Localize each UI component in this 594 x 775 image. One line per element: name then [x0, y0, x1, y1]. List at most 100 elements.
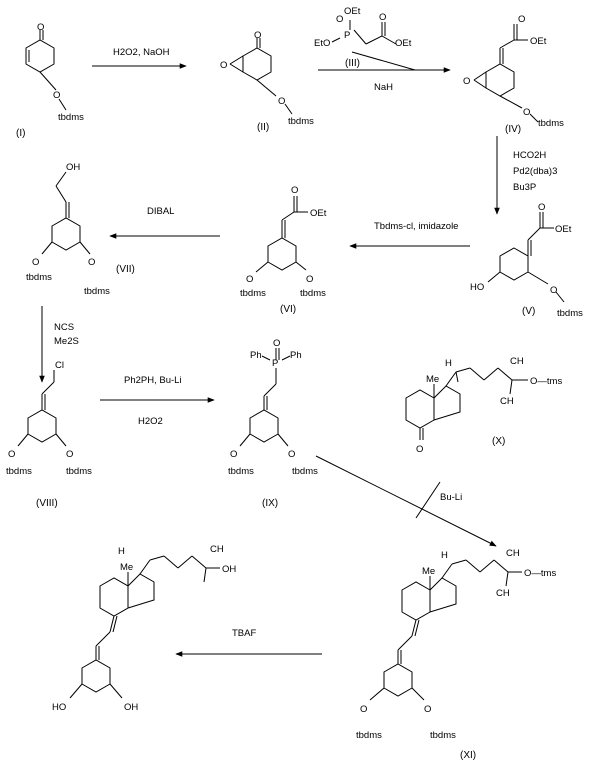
- reagent-step7-line2: H2O2: [138, 416, 163, 427]
- compound-II-structure: O O O tbdms: [220, 30, 314, 127]
- ether-o-label: O: [306, 274, 313, 285]
- ether-o-label: O: [8, 449, 15, 460]
- phosphonate-o-label: O: [336, 14, 343, 25]
- reagent-step6-line2: Me2S: [54, 336, 79, 347]
- ch3-label: CH: [510, 356, 524, 367]
- tbdms-label: tbdms: [300, 288, 326, 299]
- epoxide-o-label: O: [463, 76, 470, 87]
- carbonyl-o-label: O: [518, 14, 525, 25]
- reagent-step9: TBAF: [232, 628, 256, 639]
- p-label: P: [272, 358, 278, 369]
- ether-o-label: O: [53, 90, 60, 101]
- tbdms-label: tbdms: [240, 288, 266, 299]
- cl-label: Cl: [55, 360, 64, 371]
- tbdms-label: tbdms: [26, 272, 52, 283]
- oet-label: OEt: [530, 36, 547, 47]
- ether-o-label: O: [230, 449, 237, 460]
- reagent-step8: Bu-Li: [440, 492, 462, 503]
- oh-label: OH: [66, 162, 80, 173]
- tbdms-label: tbdms: [430, 730, 456, 741]
- compound-VIII-structure: Cl O O tbdms tbdms: [6, 360, 92, 477]
- h3c-label: H: [445, 358, 452, 369]
- compound-V-structure: O OEt HO O tbdms: [470, 202, 583, 319]
- tbdms-label: tbdms: [84, 286, 110, 297]
- tbdms-label: tbdms: [58, 112, 84, 123]
- reagent-step3-line2: Pd2(dba)3: [513, 166, 557, 177]
- carbonyl-o-label: O: [538, 202, 545, 213]
- compound-IX-structure: P O Ph Ph O O tbdms tbdms: [228, 338, 318, 477]
- ph-label: Ph: [290, 350, 302, 361]
- reagent-step2: NaH: [374, 82, 393, 93]
- ketone-o-label: O: [416, 444, 423, 455]
- compound-X-label: (X): [492, 436, 505, 447]
- phosphine-o-label: O: [273, 338, 280, 349]
- compound-XI-structure: H Me CH O—tms CH O O tbdms tbdms: [356, 548, 556, 741]
- oet-label: OEt: [310, 208, 327, 219]
- ch3-label: CH: [210, 544, 224, 555]
- ether-o-label: O: [246, 274, 253, 285]
- ether-o-label: O: [424, 704, 431, 715]
- reagent-step4: Tbdms-cl, imidazole: [374, 221, 458, 232]
- final-product-structure: H Me CH OH HO OH: [52, 544, 236, 713]
- reagent-step3-line1: HCO2H: [513, 150, 546, 161]
- compound-III-structure: P O OEt EtO O OEt: [314, 6, 412, 49]
- ether-o-label: O: [288, 449, 295, 460]
- carbonyl-o-label: O: [291, 185, 298, 196]
- tbdms-label: tbdms: [288, 116, 314, 127]
- compound-VII-structure: OH O O tbdms tbdms: [26, 162, 110, 297]
- oet-label: OEt: [344, 6, 361, 17]
- arrow-step8: [315, 455, 497, 547]
- compound-X-structure: H Me CH O—tms CH O: [405, 356, 562, 455]
- tbdms-label: tbdms: [228, 466, 254, 477]
- compound-IV-structure: O O OEt O tbdms: [463, 14, 564, 129]
- otms-label: O—tms: [530, 376, 562, 387]
- compound-V-label: (V): [522, 306, 535, 317]
- ch3-label: CH: [496, 588, 510, 599]
- reagent-step3-line3: Bu3P: [513, 182, 536, 193]
- tbdms-label: tbdms: [6, 466, 32, 477]
- carbonyl-o-label: O: [379, 12, 386, 23]
- h3c-label: H: [118, 546, 125, 557]
- ch3-label: CH: [506, 548, 520, 559]
- compound-III-label: (III): [345, 58, 360, 69]
- ether-o-label: O: [550, 285, 557, 296]
- oh-label: OH: [124, 702, 138, 713]
- reagent-step1: H2O2, NaOH: [113, 47, 170, 58]
- carbonyl-o-label: O: [37, 22, 44, 33]
- tbdms-label: tbdms: [538, 118, 564, 129]
- ch3-label: CH: [500, 396, 514, 407]
- me-label: Me: [422, 566, 435, 577]
- ether-o-label: O: [32, 257, 39, 268]
- tbdms-label: tbdms: [66, 466, 92, 477]
- compound-VI-label: (VI): [280, 304, 296, 315]
- compound-I-structure: O O tbdms: [25, 22, 84, 123]
- compound-I-label: (I): [16, 128, 25, 139]
- p-label: P: [344, 30, 350, 41]
- tbdms-label: tbdms: [292, 466, 318, 477]
- compound-VI-structure: O OEt O O tbdms tbdms: [240, 185, 327, 299]
- otms-label: O—tms: [524, 568, 556, 579]
- eto-label: EtO: [314, 38, 330, 49]
- me-label: Me: [426, 374, 439, 385]
- compound-IV-label: (IV): [505, 124, 521, 135]
- compound-XI-label: (XI): [460, 750, 476, 761]
- ho-label: HO: [470, 282, 484, 293]
- compound-VII-label: (VII): [116, 264, 135, 275]
- ho-label: HO: [52, 702, 66, 713]
- compound-VIII-label: (VIII): [36, 498, 58, 509]
- h3c-label: H: [441, 550, 448, 561]
- carbonyl-o-label: O: [254, 30, 261, 41]
- compound-IX-label: (IX): [262, 498, 278, 509]
- ether-o-label: O: [88, 257, 95, 268]
- tbdms-label: tbdms: [557, 308, 583, 319]
- reagent-step7-line1: Ph2PH, Bu-Li: [124, 375, 182, 386]
- epoxide-o-label: O: [220, 60, 227, 71]
- reagent-step6-line1: NCS: [54, 322, 74, 333]
- ph-label: Ph: [250, 350, 262, 361]
- me-label: Me: [120, 562, 133, 573]
- oet-label: OEt: [555, 224, 572, 235]
- reagent-step5: DIBAL: [147, 206, 174, 217]
- oh-label: OH: [222, 564, 236, 575]
- ether-o-label: O: [278, 96, 285, 107]
